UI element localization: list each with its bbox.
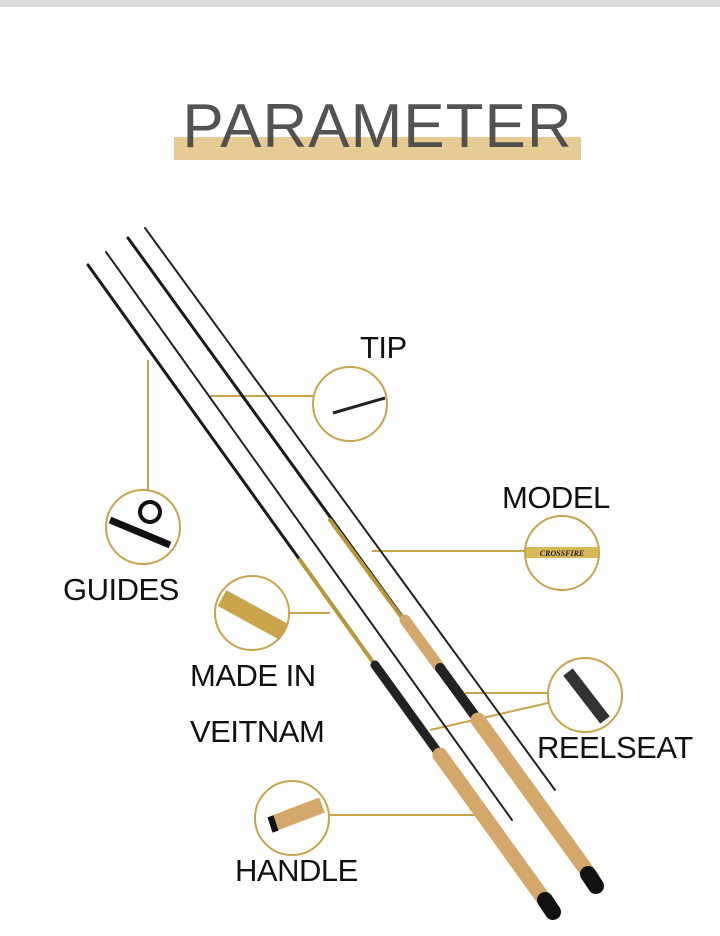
reelseat-detail-image bbox=[563, 668, 610, 724]
guides-detail-circle bbox=[105, 489, 181, 565]
rod-b bbox=[105, 251, 513, 821]
tip-detail-image bbox=[332, 396, 386, 415]
rod-a bbox=[86, 263, 561, 920]
reelseat-label: REELSEAT bbox=[537, 730, 693, 765]
handle-label: HANDLE bbox=[235, 853, 358, 888]
made-in-detail-image bbox=[217, 590, 289, 640]
guides-label: GUIDES bbox=[63, 572, 179, 607]
rod-c bbox=[126, 236, 604, 894]
handle-detail-image bbox=[267, 797, 325, 833]
tip-label: TIP bbox=[360, 330, 407, 365]
reelseat-leader-line-2 bbox=[429, 702, 549, 731]
page-title: PARAMETER bbox=[182, 92, 573, 161]
made-in-label: MADE IN bbox=[190, 658, 316, 693]
model-badge: CROSSFIRE bbox=[526, 547, 598, 558]
tip-detail-circle bbox=[312, 366, 388, 442]
model-label: MODEL bbox=[502, 480, 610, 515]
top-divider bbox=[0, 0, 720, 7]
guides-detail-image bbox=[108, 500, 172, 549]
rod-d bbox=[144, 227, 556, 791]
title-highlight-band bbox=[174, 137, 581, 160]
svg-text:CROSSFIRE: CROSSFIRE bbox=[540, 549, 584, 558]
made-in-country-label: VEITNAM bbox=[190, 714, 325, 749]
